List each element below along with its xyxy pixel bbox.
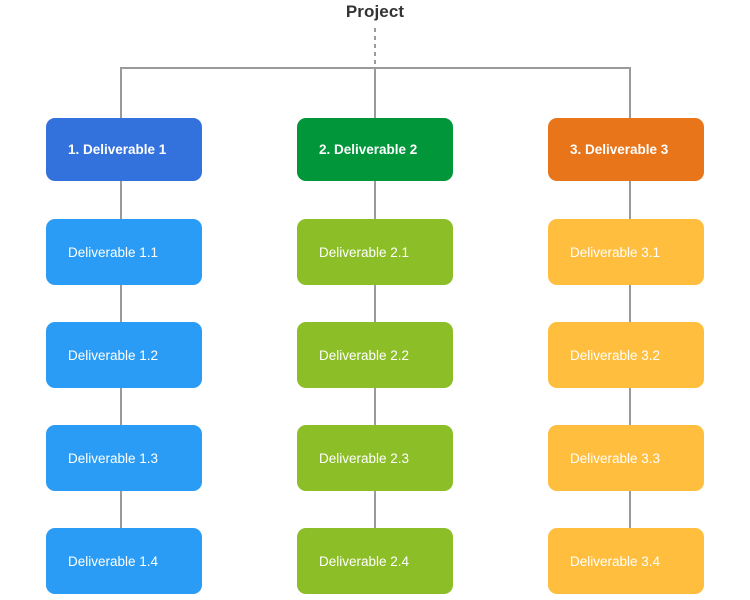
link-connector-2-1 xyxy=(374,285,376,324)
deliverable-node-2-2[interactable]: Deliverable 2.2 xyxy=(297,322,453,388)
branch-drop-connector-3 xyxy=(629,67,631,119)
branch-drop-connector-1 xyxy=(120,67,122,119)
link-connector-2-0 xyxy=(374,181,376,220)
link-connector-2-3 xyxy=(374,491,376,530)
link-connector-3-0 xyxy=(629,181,631,220)
deliverable-node-1-2[interactable]: Deliverable 1.2 xyxy=(46,322,202,388)
deliverable-node-3-2[interactable]: Deliverable 3.2 xyxy=(548,322,704,388)
link-connector-3-2 xyxy=(629,388,631,427)
deliverable-node-3-4[interactable]: Deliverable 3.4 xyxy=(548,528,704,594)
root-dashed-connector xyxy=(374,28,376,68)
deliverable-header-1[interactable]: 1. Deliverable 1 xyxy=(46,118,202,181)
deliverable-header-3[interactable]: 3. Deliverable 3 xyxy=(548,118,704,181)
deliverable-node-3-3[interactable]: Deliverable 3.3 xyxy=(548,425,704,491)
root-node-title: Project xyxy=(345,2,405,21)
deliverable-node-2-3[interactable]: Deliverable 2.3 xyxy=(297,425,453,491)
link-connector-3-1 xyxy=(629,285,631,324)
deliverable-node-2-1[interactable]: Deliverable 2.1 xyxy=(297,219,453,285)
deliverable-header-2[interactable]: 2. Deliverable 2 xyxy=(297,118,453,181)
branch-drop-connector-2 xyxy=(374,67,376,119)
link-connector-1-0 xyxy=(120,181,122,220)
deliverable-node-1-1[interactable]: Deliverable 1.1 xyxy=(46,219,202,285)
deliverable-node-1-3[interactable]: Deliverable 1.3 xyxy=(46,425,202,491)
link-connector-1-1 xyxy=(120,285,122,324)
deliverable-node-3-1[interactable]: Deliverable 3.1 xyxy=(548,219,704,285)
deliverable-node-2-4[interactable]: Deliverable 2.4 xyxy=(297,528,453,594)
deliverable-node-1-4[interactable]: Deliverable 1.4 xyxy=(46,528,202,594)
link-connector-1-3 xyxy=(120,491,122,530)
link-connector-2-2 xyxy=(374,388,376,427)
link-connector-1-2 xyxy=(120,388,122,427)
link-connector-3-3 xyxy=(629,491,631,530)
